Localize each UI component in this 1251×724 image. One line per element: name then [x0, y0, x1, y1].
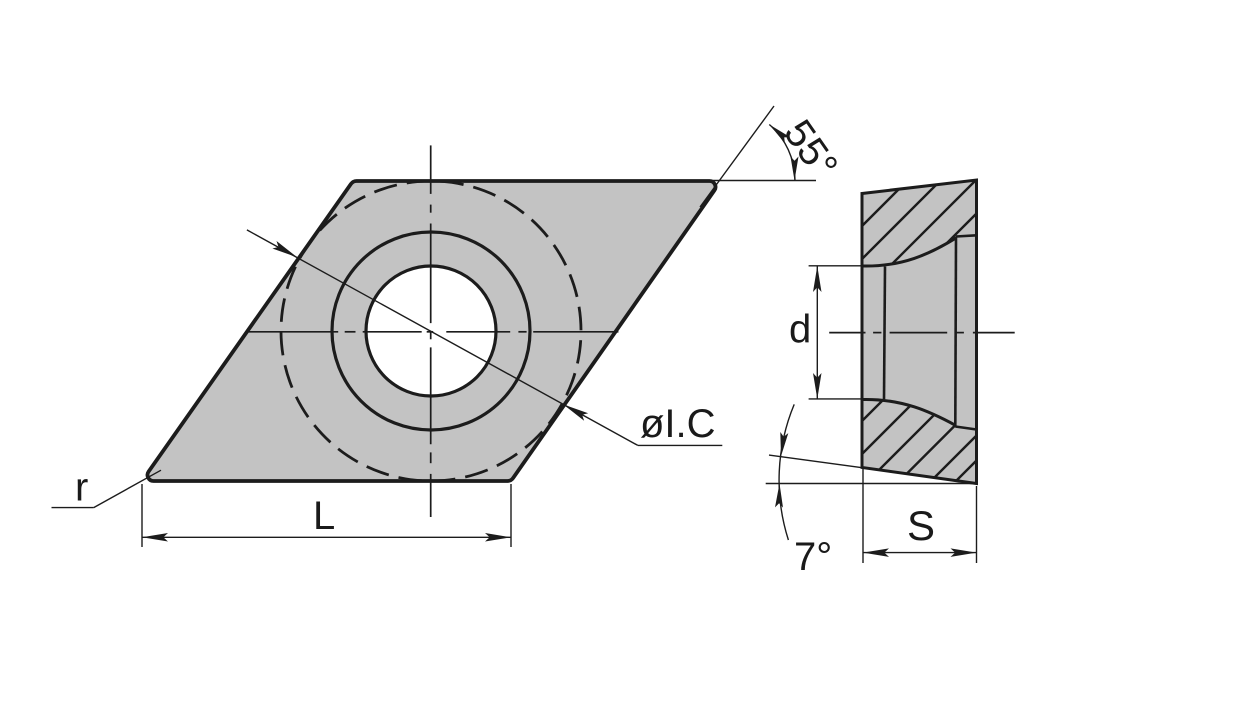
svg-text:7°: 7°: [794, 535, 832, 579]
svg-text:S: S: [907, 502, 935, 549]
svg-text:d: d: [789, 308, 811, 352]
svg-text:øI.C: øI.C: [640, 402, 716, 446]
svg-text:r: r: [75, 466, 88, 510]
svg-text:L: L: [313, 494, 335, 538]
